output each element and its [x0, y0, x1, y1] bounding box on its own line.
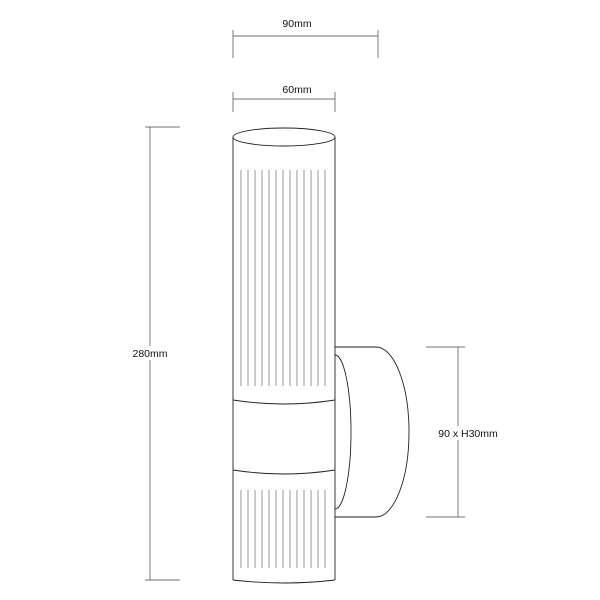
overall-width-label: 90mm [282, 18, 311, 30]
lower-glass-fluting [240, 490, 326, 568]
base-plate-dimension: 90 x H30mm [426, 346, 504, 518]
height-label: 280mm [132, 348, 167, 360]
tube-width-label: 60mm [282, 84, 311, 96]
tube-width-dimension: 60mm [232, 84, 336, 112]
lamp-body [232, 127, 336, 584]
base-plate-label: 90 x H30mm [438, 428, 498, 440]
height-dimension: 280mm [122, 126, 180, 581]
wall-mount-plate [334, 346, 410, 518]
overall-width-dimension: 90mm [232, 18, 379, 58]
upper-glass-fluting [240, 170, 326, 386]
